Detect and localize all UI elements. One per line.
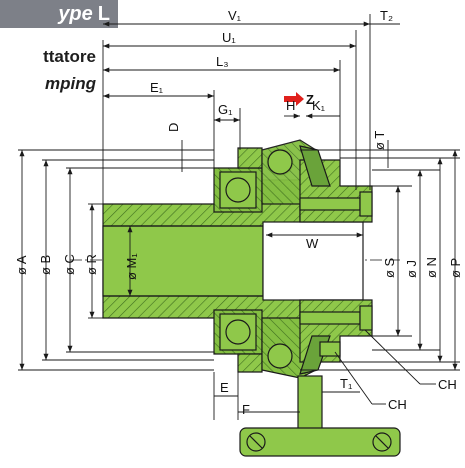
label-oJ: ø J	[404, 260, 419, 278]
label-W: W	[306, 236, 319, 251]
label-oS: ø S	[382, 257, 397, 278]
label-F: F	[242, 402, 250, 417]
label-oR: ø R	[84, 254, 99, 275]
caption-line-2: mping	[45, 74, 96, 93]
label-oM1: ø M₁	[124, 253, 139, 280]
label-D: D	[166, 123, 181, 132]
label-oA: ø A	[14, 255, 29, 275]
label-E1: E₁	[150, 80, 164, 95]
label-V1: V₁	[228, 8, 242, 23]
actuator-lever	[239, 375, 401, 457]
label-T1: T₁	[340, 376, 353, 391]
type-badge-word: ype	[58, 2, 93, 25]
label-Z: Z	[306, 92, 314, 107]
label-oP: ø P	[448, 258, 463, 278]
type-badge: ype L	[0, 0, 118, 28]
label-CH-bottom: CH	[388, 397, 407, 412]
type-badge-letter: L	[97, 2, 110, 25]
label-E: E	[220, 380, 229, 395]
label-CH-right: CH	[438, 377, 457, 392]
label-L3: L₃	[216, 54, 229, 69]
label-oN: ø N	[424, 257, 439, 278]
label-U1: U₁	[222, 30, 236, 45]
label-oT: ø T	[372, 131, 387, 150]
label-G1: G₁	[218, 102, 233, 117]
label-oC: ø C	[62, 254, 77, 275]
label-H: H	[286, 98, 295, 113]
label-K1: K₁	[312, 98, 326, 113]
label-oB: ø B	[38, 255, 53, 275]
flange	[299, 145, 373, 375]
label-T2: T₂	[380, 8, 393, 23]
caption-line-1: ttatore	[43, 47, 96, 66]
z-direction-arrow-icon	[284, 92, 304, 106]
